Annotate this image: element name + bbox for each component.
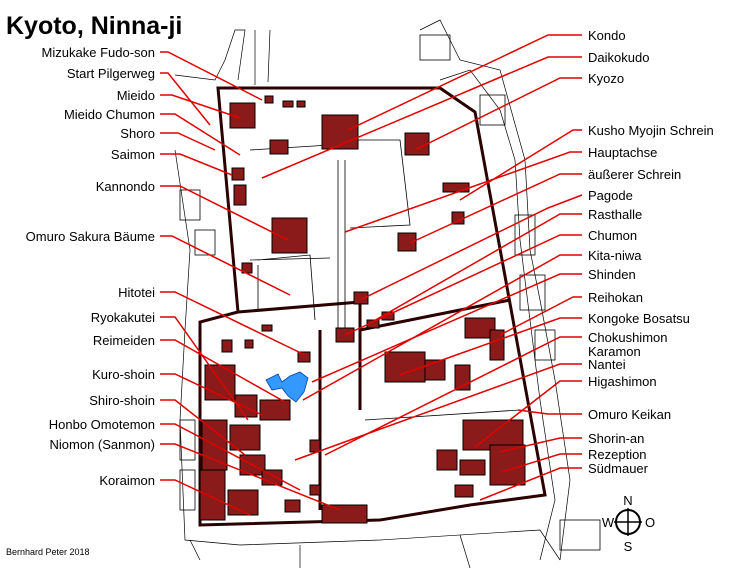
compass-south: S xyxy=(624,539,633,554)
compass-rose-icon: N S W O xyxy=(602,493,655,554)
leader-lines-left xyxy=(160,51,341,516)
labels-right: Kondo Daikokudo Kyozo Kusho Myojin Schre… xyxy=(588,28,714,476)
label-kita-niwa: Kita-niwa xyxy=(588,248,642,263)
label-ryokakutei: Ryokakutei xyxy=(91,310,155,325)
compass-west: W xyxy=(602,515,615,530)
label-kondo: Kondo xyxy=(588,28,626,43)
label-nantei: Nantei xyxy=(588,357,626,372)
label-start-pilgerweg: Start Pilgerweg xyxy=(67,66,155,81)
label-rezeption: Rezeption xyxy=(588,447,647,462)
label-rasthalle: Rasthalle xyxy=(588,207,642,222)
label-koraimon: Koraimon xyxy=(99,473,155,488)
label-shiro-shoin: Shiro-shoin xyxy=(89,393,155,408)
pond xyxy=(265,371,309,403)
label-hauptachse: Hauptachse xyxy=(588,145,657,160)
leader-lines-right xyxy=(261,34,583,501)
label-kuro-shoin: Kuro-shoin xyxy=(92,367,155,382)
label-niomon: Niomon (Sanmon) xyxy=(50,437,156,452)
label-hitotei: Hitotei xyxy=(118,285,155,300)
precinct-walls xyxy=(198,86,547,527)
label-reimeiden: Reimeiden xyxy=(93,333,155,348)
label-chokushimon: Chokushimon xyxy=(588,330,668,345)
label-mieido: Mieido xyxy=(117,88,155,103)
label-reihokan: Reihokan xyxy=(588,290,643,305)
label-kyozo: Kyozo xyxy=(588,71,624,86)
label-ausserer-schrein: äußerer Schrein xyxy=(588,167,681,182)
label-karamon: Karamon xyxy=(588,344,641,359)
street-network xyxy=(174,19,601,568)
label-kannondo: Kannondo xyxy=(96,179,155,194)
label-daikokudo: Daikokudo xyxy=(588,50,649,65)
label-saimon: Saimon xyxy=(111,147,155,162)
buildings xyxy=(199,95,526,524)
map-title: Kyoto, Ninna-ji xyxy=(6,12,182,40)
label-pagode: Pagode xyxy=(588,188,633,203)
label-omuro-keikan: Omuro Keikan xyxy=(588,407,671,422)
label-kusho-myojin: Kusho Myojin Schrein xyxy=(588,123,714,138)
label-shorin-an: Shorin-an xyxy=(588,431,644,446)
labels-left: Mizukake Fudo-son Start Pilgerweg Mieido… xyxy=(26,45,155,488)
label-honbo-omotemon: Honbo Omotemon xyxy=(49,417,155,432)
label-mizukake-fudo-son: Mizukake Fudo-son xyxy=(42,45,155,60)
label-higashimon: Higashimon xyxy=(588,374,657,389)
label-suedmauer: Südmauer xyxy=(588,461,649,476)
label-mieido-chumon: Mieido Chumon xyxy=(64,107,155,122)
label-shinden: Shinden xyxy=(588,267,636,282)
label-kongoke-bosatsu: Kongoke Bosatsu xyxy=(588,311,690,326)
label-chumon: Chumon xyxy=(588,228,637,243)
compass-east: O xyxy=(645,515,655,530)
label-shoro: Shoro xyxy=(120,126,155,141)
credit: Bernhard Peter 2018 xyxy=(6,547,90,557)
compass-north: N xyxy=(623,493,632,508)
label-omuro-sakura: Omuro Sakura Bäume xyxy=(26,229,155,244)
